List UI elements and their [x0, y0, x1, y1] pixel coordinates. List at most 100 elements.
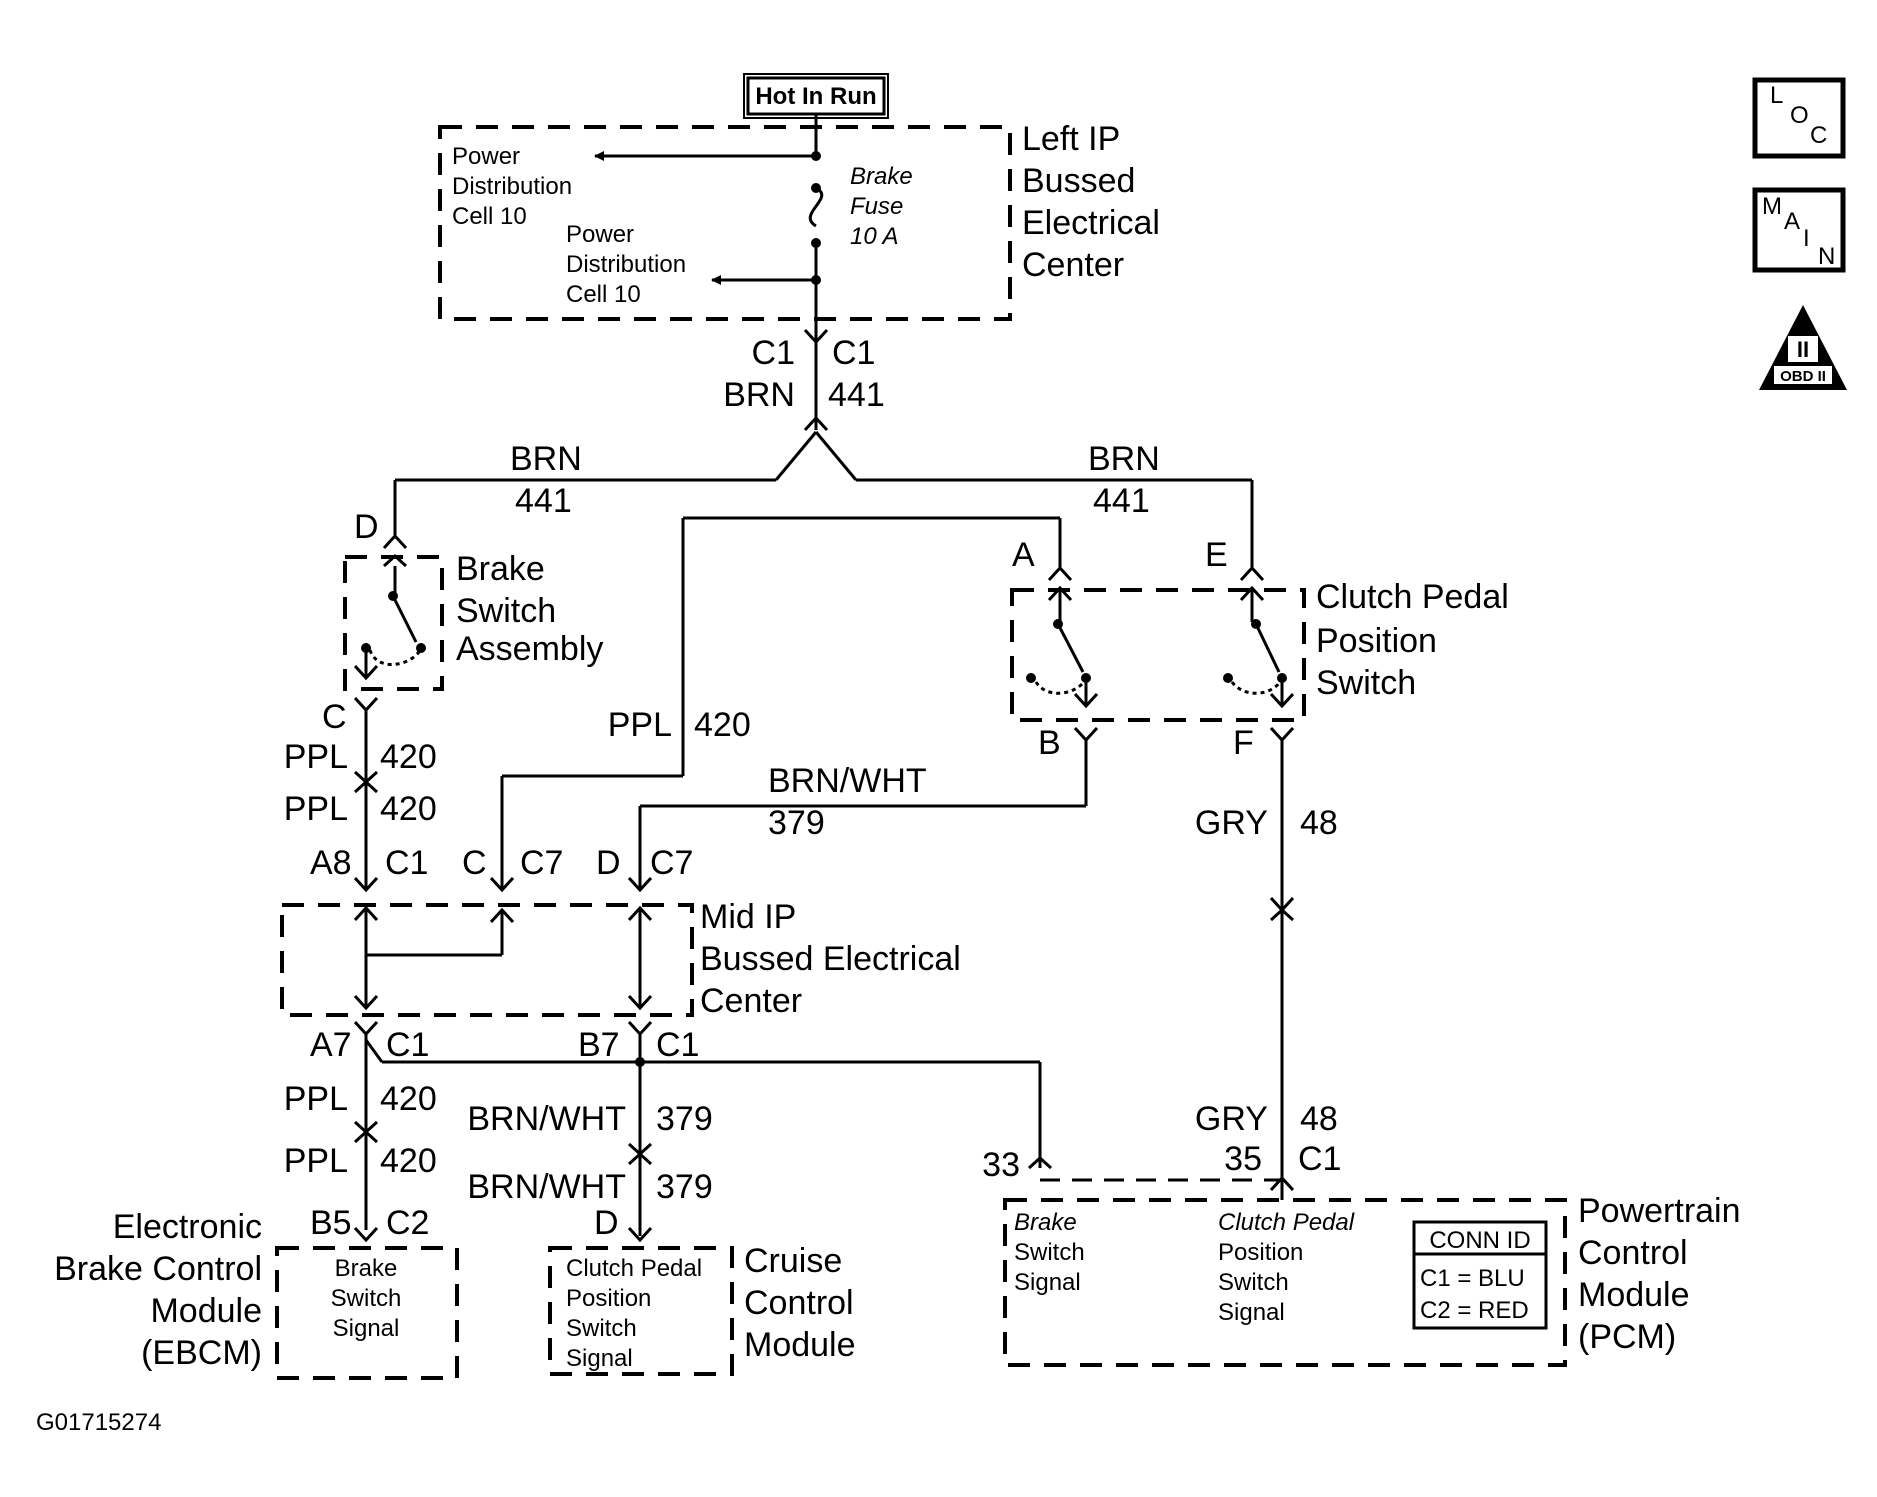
svg-text:E: E: [1205, 536, 1228, 574]
svg-text:420: 420: [380, 790, 437, 828]
svg-text:OBD II: OBD II: [1780, 368, 1826, 385]
svg-text:379: 379: [656, 1168, 713, 1206]
svg-text:Cell 10: Cell 10: [566, 281, 641, 308]
svg-text:O: O: [1790, 102, 1809, 129]
svg-text:A8: A8: [310, 844, 352, 882]
svg-text:Bussed Electrical: Bussed Electrical: [700, 940, 961, 978]
svg-text:BRN: BRN: [1088, 440, 1160, 478]
ppl-420-to-ebcm: PPL 420 PPL 420: [284, 1034, 437, 1230]
svg-text:PPL: PPL: [284, 790, 348, 828]
svg-text:Fuse: Fuse: [850, 193, 903, 220]
svg-text:D: D: [596, 844, 621, 882]
ebcm-module: B5 C2 Brake Switch Signal Electronic Bra…: [54, 1204, 459, 1380]
svg-text:420: 420: [380, 1080, 437, 1118]
svg-text:Mid IP: Mid IP: [700, 898, 796, 936]
svg-text:B: B: [1038, 724, 1061, 762]
svg-text:D: D: [354, 508, 379, 546]
powertrain-control-module: 33 35 C1 Brake Switch Signal Clutch Peda…: [982, 1140, 1741, 1367]
svg-text:Brake: Brake: [456, 550, 545, 588]
svg-text:Power: Power: [566, 221, 634, 248]
svg-text:Clutch Pedal: Clutch Pedal: [1316, 578, 1509, 616]
hot-in-run-label: Hot In Run: [743, 73, 889, 119]
svg-text:I: I: [1803, 225, 1810, 252]
svg-text:420: 420: [380, 1142, 437, 1180]
svg-text:CONN ID: CONN ID: [1429, 1227, 1530, 1254]
svg-text:379: 379: [656, 1100, 713, 1138]
svg-text:33: 33: [982, 1146, 1020, 1184]
svg-text:441: 441: [515, 482, 572, 520]
svg-text:Control: Control: [744, 1284, 854, 1322]
svg-text:BRN: BRN: [510, 440, 582, 478]
brake-switch-assembly: D Brake Switch Assembly C: [322, 508, 603, 736]
svg-text:Switch: Switch: [1316, 664, 1416, 702]
svg-text:PPL: PPL: [284, 1142, 348, 1180]
svg-text:Position: Position: [566, 1285, 651, 1312]
svg-text:Assembly: Assembly: [456, 630, 603, 668]
svg-text:PPL: PPL: [284, 1080, 348, 1118]
svg-text:Signal: Signal: [1014, 1269, 1081, 1296]
svg-text:Cell 10: Cell 10: [452, 203, 527, 230]
figure-id: G01715274: [36, 1409, 161, 1436]
svg-text:48: 48: [1300, 1100, 1338, 1138]
svg-text:C7: C7: [650, 844, 693, 882]
brake-signal-to-pcm: [364, 1039, 1042, 1168]
svg-text:M: M: [1762, 193, 1782, 220]
svg-text:C1: C1: [752, 334, 795, 372]
brn-wht-379-upper: BRN/WHT 379: [638, 740, 1088, 888]
svg-text:F: F: [1233, 724, 1254, 762]
gry-48-wire: GRY 48 GRY 48: [1195, 740, 1338, 1200]
svg-text:A7: A7: [310, 1026, 352, 1064]
svg-text:(EBCM): (EBCM): [141, 1334, 262, 1372]
clutch-pedal-position-switch: A E B F Clutch Pedal Position Switch: [1010, 536, 1509, 762]
svg-text:C7: C7: [520, 844, 563, 882]
svg-text:Switch: Switch: [1218, 1269, 1289, 1296]
svg-text:Brake: Brake: [850, 163, 913, 190]
svg-text:Center: Center: [1022, 246, 1124, 284]
svg-text:10 A: 10 A: [850, 223, 898, 250]
svg-text:C1: C1: [385, 844, 428, 882]
left-ip-bussed-electrical-center: Power Distribution Cell 10 Power Distrib…: [438, 114, 1160, 340]
svg-text:C1: C1: [386, 1026, 429, 1064]
svg-text:C1: C1: [832, 334, 875, 372]
svg-text:BRN: BRN: [723, 376, 795, 414]
svg-text:Powertrain: Powertrain: [1578, 1192, 1741, 1230]
svg-text:Signal: Signal: [566, 1345, 633, 1372]
svg-text:GRY: GRY: [1195, 804, 1268, 842]
svg-text:Distribution: Distribution: [566, 251, 686, 278]
svg-text:II: II: [1797, 337, 1809, 362]
svg-text:Position: Position: [1218, 1239, 1303, 1266]
svg-text:B7: B7: [578, 1026, 620, 1064]
svg-text:379: 379: [768, 804, 825, 842]
svg-text:Bussed: Bussed: [1022, 162, 1135, 200]
ppl-420-cruise-branch: PPL 420: [500, 516, 1062, 888]
svg-text:441: 441: [828, 376, 885, 414]
svg-text:GRY: GRY: [1195, 1100, 1268, 1138]
svg-text:C2 = RED: C2 = RED: [1420, 1297, 1529, 1324]
svg-text:Brake Control: Brake Control: [54, 1250, 262, 1288]
svg-text:Power: Power: [452, 143, 520, 170]
svg-text:Switch: Switch: [331, 1285, 402, 1312]
svg-text:Clutch Pedal: Clutch Pedal: [1218, 1209, 1355, 1236]
svg-text:BRN/WHT: BRN/WHT: [467, 1100, 626, 1138]
main-feed-wire: C1 C1 BRN 441: [723, 328, 885, 481]
svg-text:Distribution: Distribution: [452, 173, 572, 200]
svg-text:B5: B5: [310, 1204, 352, 1242]
svg-text:BRN/WHT: BRN/WHT: [467, 1168, 626, 1206]
svg-text:Module: Module: [1578, 1276, 1690, 1314]
brn-left-branch: BRN 441: [393, 440, 776, 536]
svg-text:420: 420: [694, 706, 751, 744]
obd-ii-icon: II OBD II: [1759, 305, 1847, 390]
svg-text:420: 420: [380, 738, 437, 776]
svg-text:C2: C2: [386, 1204, 429, 1242]
svg-text:C1 = BLU: C1 = BLU: [1420, 1265, 1525, 1292]
svg-text:BRN/WHT: BRN/WHT: [768, 762, 927, 800]
cruise-control-module: D Clutch Pedal Position Switch Signal Cr…: [548, 1204, 856, 1376]
svg-text:L: L: [1770, 82, 1783, 109]
svg-text:Control: Control: [1578, 1234, 1688, 1272]
svg-text:N: N: [1818, 243, 1835, 270]
brn-wht-379-to-cruise: BRN/WHT 379 BRN/WHT 379: [467, 1034, 713, 1236]
svg-text:Signal: Signal: [333, 1315, 400, 1342]
svg-text:Electrical: Electrical: [1022, 204, 1160, 242]
main-icon: M A I N: [1752, 187, 1846, 273]
svg-text:Center: Center: [700, 982, 802, 1020]
